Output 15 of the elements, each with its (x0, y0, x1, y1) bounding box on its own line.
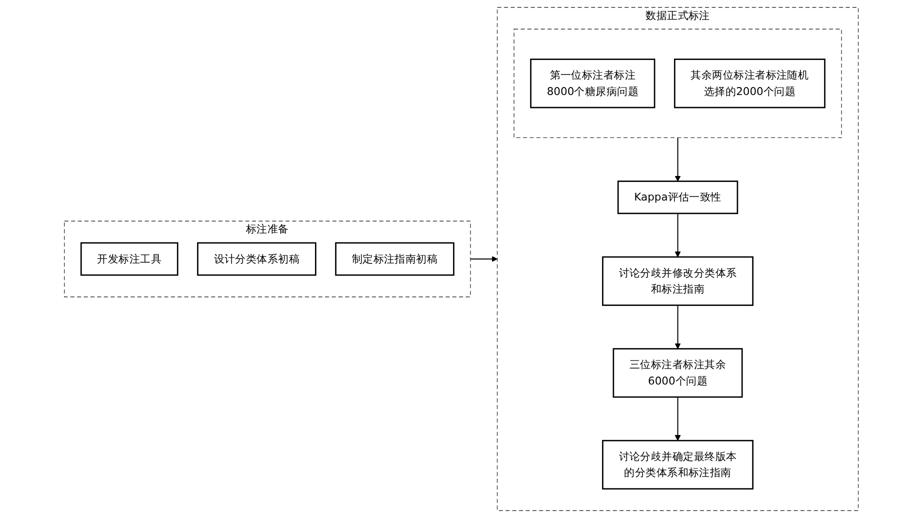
node-box: 制定标注指南初稿 (334, 242, 454, 276)
arrow (674, 213, 680, 258)
cluster (513, 28, 842, 138)
node-box: 设计分类体系初稿 (196, 242, 316, 276)
node-box: 讨论分歧并确定最终版本的分类体系和标注指南 (602, 440, 754, 490)
node-box: 第一位标注者标注8000个糖尿病问题 (530, 58, 655, 108)
arrow (674, 138, 680, 182)
node-box: 其余两位标注者标注随机选择的2000个问题 (674, 58, 826, 108)
node-box: 开发标注工具 (80, 242, 178, 276)
node-box: Kappa评估一致性 (617, 180, 738, 214)
arrow (470, 256, 498, 262)
arrow (674, 397, 680, 441)
node-box: 讨论分歧并修改分类体系和标注指南 (602, 256, 754, 306)
arrow (674, 305, 680, 350)
node-box: 三位标注者标注其余6000个问题 (612, 348, 742, 398)
